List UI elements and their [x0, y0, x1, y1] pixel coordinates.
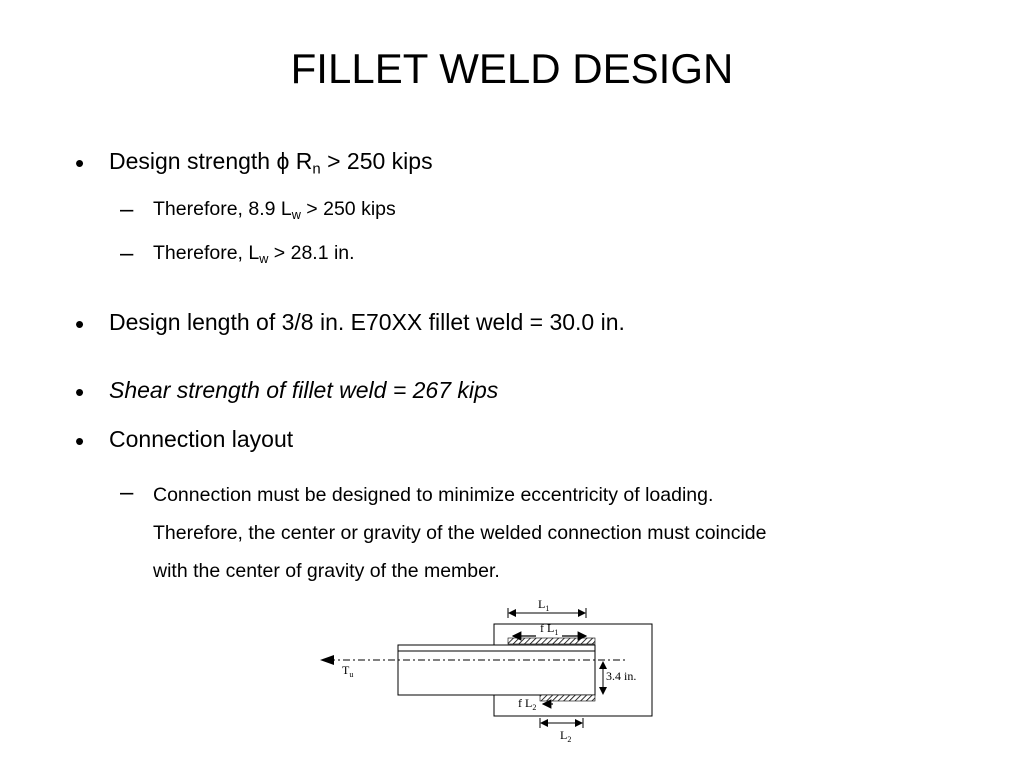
l2-label: L2 — [560, 728, 571, 744]
sub-bullet-text: Therefore, 8.9 Lw > 250 kips — [153, 198, 396, 222]
dash-marker: – — [120, 479, 134, 506]
depth-dimension-label: 3.4 in. — [606, 669, 636, 683]
angle-member — [397, 644, 596, 696]
sub-bullet-text: Therefore, Lw > 28.1 in. — [153, 242, 355, 266]
bullet-text: Design strength ϕ Rn > 250 kips — [109, 148, 433, 178]
l1-label: L1 — [538, 597, 549, 613]
dash-marker: – — [120, 196, 134, 223]
fl1-label: f L1 — [540, 621, 558, 637]
slide-title: FILLET WELD DESIGN — [290, 45, 734, 92]
tu-label: Tu — [342, 663, 353, 679]
weld-top-hatch — [507, 637, 596, 645]
bullet-dot: • — [75, 309, 85, 339]
dash-marker: – — [120, 240, 134, 267]
sub-bullet-lines: Connection must be designed to minimize … — [153, 476, 993, 590]
weld-bottom-hatch — [539, 694, 596, 702]
note-line: with the center of gravity of the member… — [153, 560, 500, 582]
bullet-dot: • — [75, 148, 85, 178]
note-line: Therefore, the center or gravity of the … — [153, 522, 767, 544]
bullet-dot: • — [75, 377, 85, 407]
tu-arrow-head-icon — [320, 655, 334, 665]
bullet-text: Shear strength of fillet weld = 267 kips — [109, 377, 499, 403]
bullet-dot: • — [75, 426, 85, 456]
bullet-text: Connection layout — [109, 426, 294, 452]
bullet-text: Design length of 3/8 in. E70XX fillet we… — [109, 309, 625, 335]
note-line: Connection must be designed to minimize … — [153, 484, 714, 506]
weld-connection-diagram: L1 f L1 f L2 L2 Tu 3.4 in. — [320, 597, 653, 744]
fl2-label: f L2 — [518, 696, 536, 712]
